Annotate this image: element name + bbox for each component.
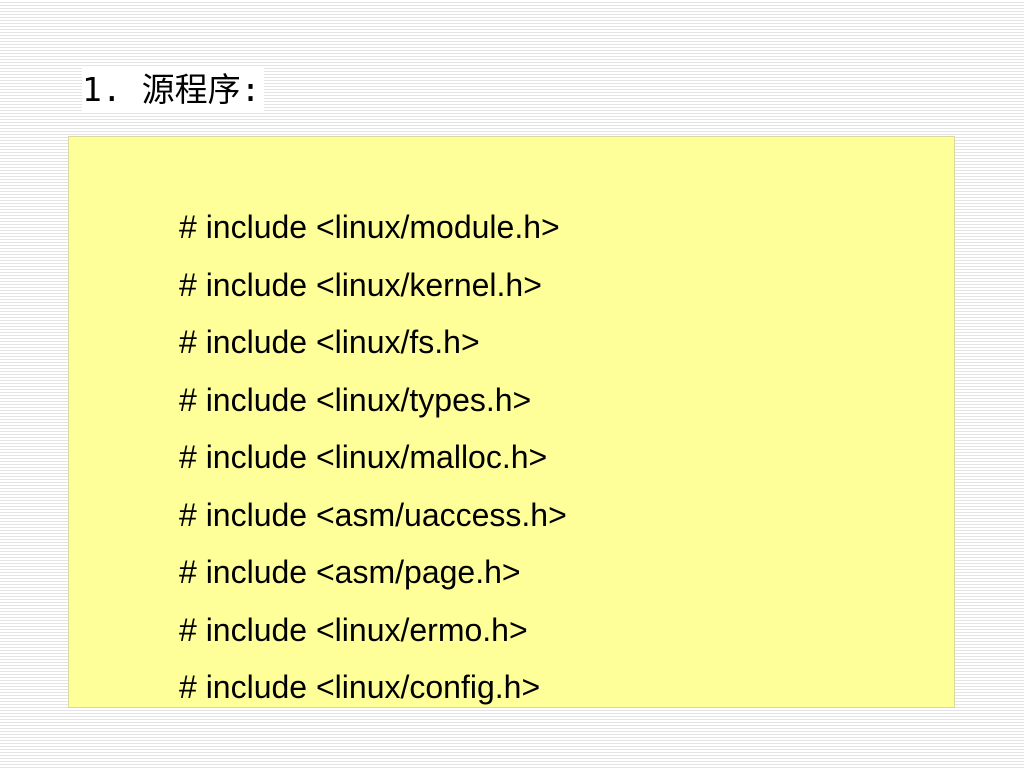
code-line-module: # include <linux/module.h> <box>179 209 560 245</box>
code-line-malloc: # include <linux/malloc.h> <box>179 439 548 475</box>
code-line-uaccess: # include <asm/uaccess.h> <box>179 496 567 533</box>
code-line-config: # include <linux/config.h> <box>179 669 541 705</box>
slide-title: 1. 源程序: <box>82 68 265 112</box>
include-list: # include <linux/module.h> # include <li… <box>179 199 567 717</box>
code-line-ermo: # include <linux/ermo.h> <box>179 611 528 648</box>
code-block: # include <linux/module.h> # include <li… <box>68 136 955 708</box>
code-line-types: # include <linux/types.h> <box>179 381 532 418</box>
code-line-fs: # include <linux/fs.h> <box>179 324 480 360</box>
code-line-page: # include <asm/page.h> <box>179 554 521 590</box>
code-line-kernel: # include <linux/kernel.h> <box>179 266 542 303</box>
